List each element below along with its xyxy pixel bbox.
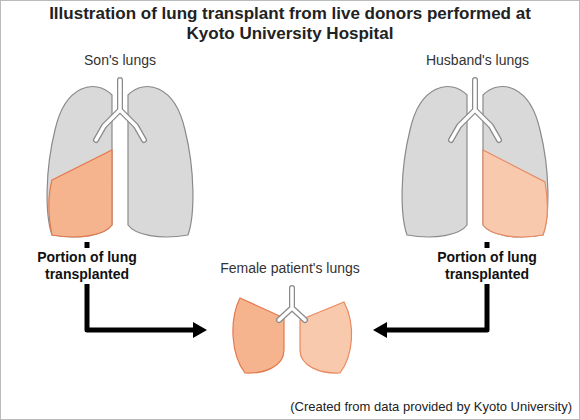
arrow-head bbox=[373, 322, 387, 338]
lung-group: Son's lungs bbox=[37, 52, 203, 242]
edge-label: Portion of lung transplanted bbox=[22, 248, 153, 284]
lung-group: Female patient's lungs bbox=[207, 260, 373, 380]
title: Illustration of lung transplant from liv… bbox=[30, 4, 550, 44]
lungs-label: Son's lungs bbox=[37, 52, 203, 69]
edge-label: Portion of lung transplanted bbox=[422, 248, 553, 284]
lungs-label: Female patient's lungs bbox=[207, 260, 373, 277]
lungs-label: Husband's lungs bbox=[392, 52, 563, 69]
caption: (Created from data provided by Kyoto Uni… bbox=[290, 399, 572, 415]
arrow-head bbox=[193, 322, 207, 338]
son-lungs-drawing bbox=[47, 80, 193, 237]
husband-lungs-drawing bbox=[402, 80, 548, 237]
lung-group: Husband's lungs bbox=[392, 52, 563, 242]
patient-lungs-drawing bbox=[233, 288, 352, 373]
